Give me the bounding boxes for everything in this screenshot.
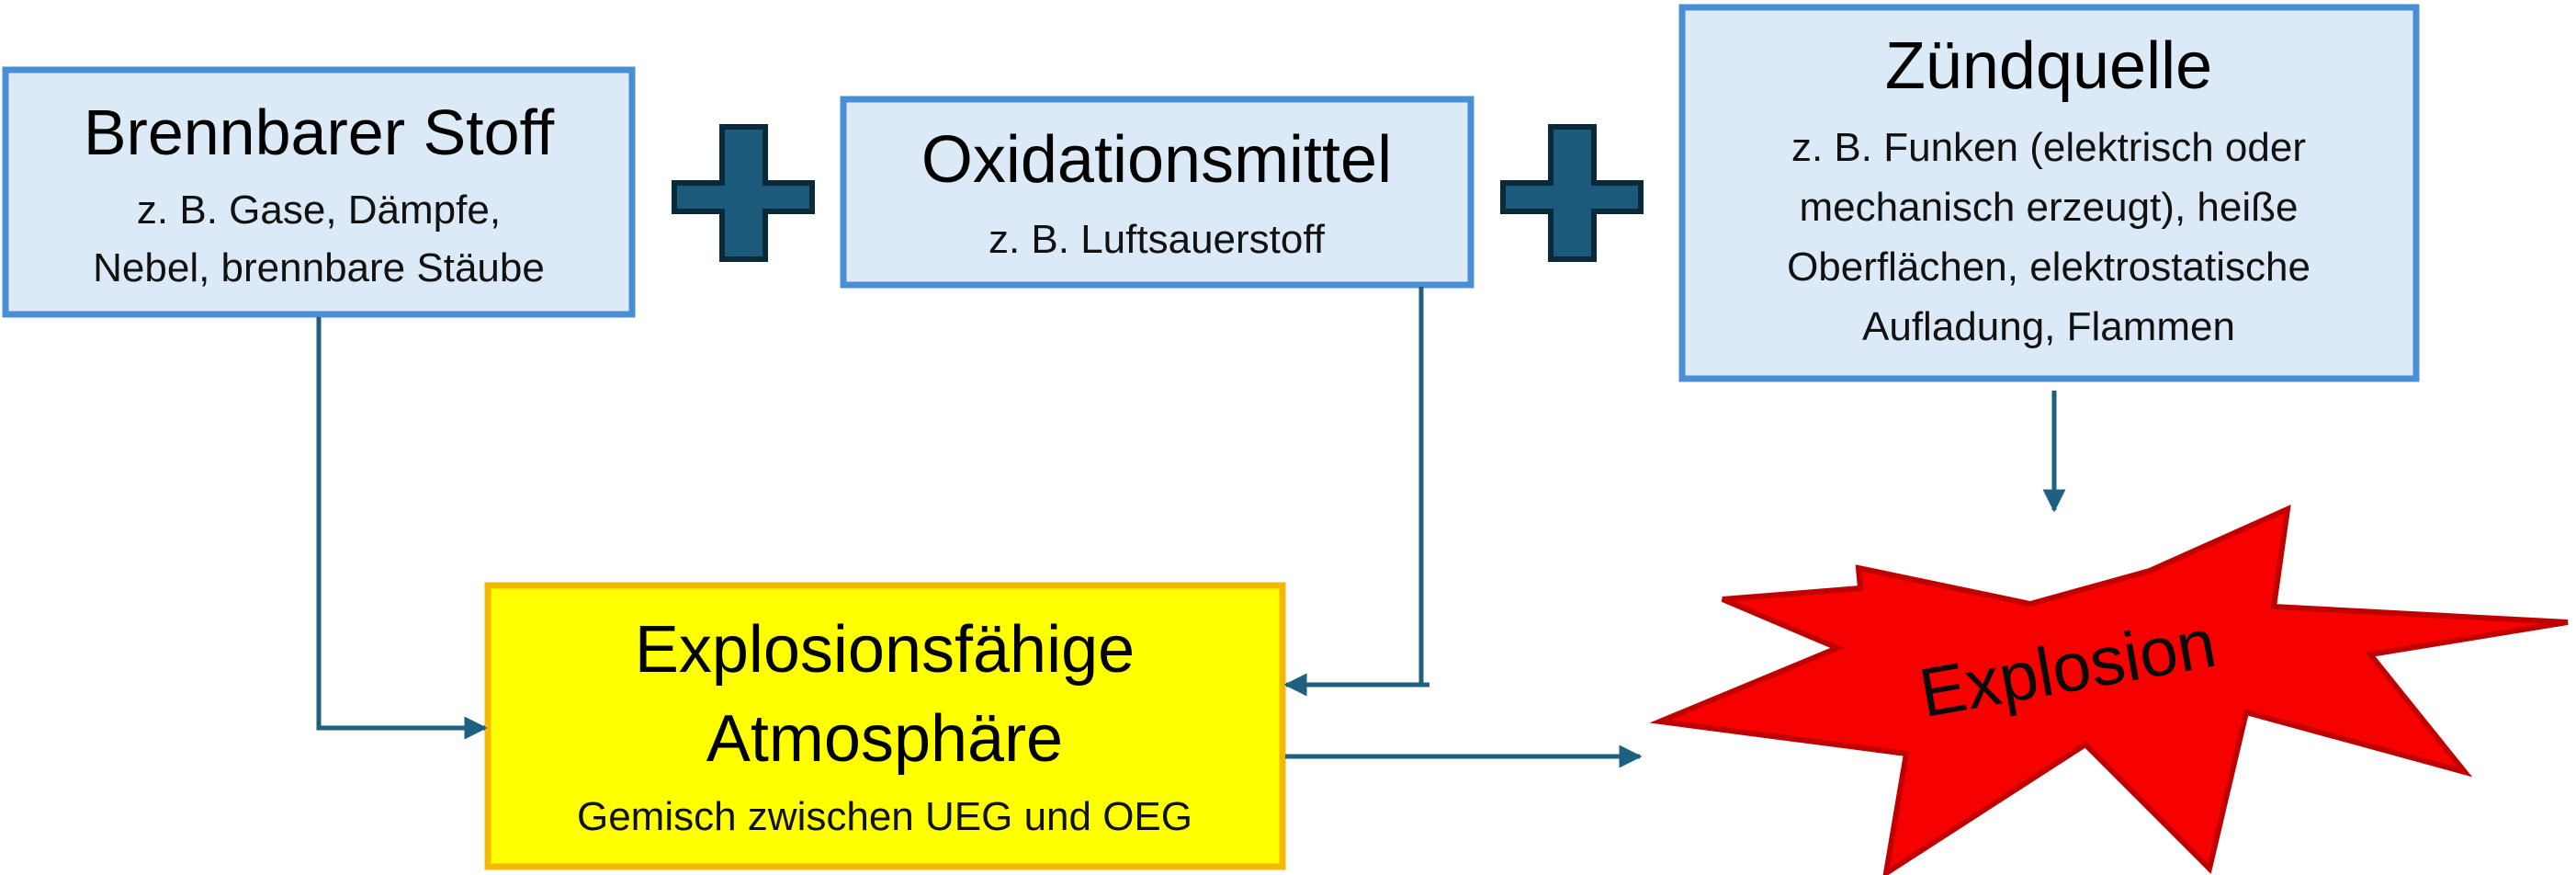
fuel-box: Brennbarer Stoff z. B. Gase, Dämpfe, Neb… <box>2 66 636 318</box>
ignition-box-line: mechanisch erzeugt), heiße <box>1800 185 2299 230</box>
ignition-box-line: z. B. Funken (elektrisch oder <box>1791 125 2306 170</box>
oxidizer-box-title: Oxidationsmittel <box>921 123 1392 197</box>
oxidizer-box: Oxidationsmittel z. B. Luftsauerstoff <box>840 96 1474 289</box>
atmosphere-box-subtitle: Gemisch zwischen UEG und OEG <box>577 794 1192 839</box>
explosion-burst-shape <box>1649 505 2569 875</box>
oxidizer-box-line: z. B. Luftsauerstoff <box>989 217 1326 262</box>
ignition-box-frame <box>1678 4 2420 382</box>
plus-icon <box>672 124 815 262</box>
atmosphere-box: Explosionsfähige Atmosphäre Gemisch zwis… <box>484 582 1286 870</box>
oxidizer-box-frame <box>840 96 1474 289</box>
connector-fuel-to-atmosphere <box>316 317 488 740</box>
ignition-box-line: Oberflächen, elektrostatische <box>1787 244 2310 290</box>
fuel-box-title: Brennbarer Stoff <box>84 97 555 168</box>
plus-icon <box>1500 124 1644 262</box>
fuel-box-frame <box>2 66 636 318</box>
ignition-box: Zündquelle z. B. Funken (elektrisch oder… <box>1678 4 2420 382</box>
atmosphere-box-frame <box>484 582 1286 870</box>
connector-oxidizer-to-atmosphere <box>1283 287 1424 697</box>
fuel-box-line: z. B. Gase, Dämpfe, <box>137 188 501 233</box>
atmosphere-box-title: Atmosphäre <box>706 702 1063 776</box>
ignition-box-title: Zündquelle <box>1885 29 2212 103</box>
ignition-box-line: Aufladung, Flammen <box>1862 304 2235 349</box>
atmosphere-box-title: Explosionsfähige <box>635 613 1135 687</box>
fuel-box-line: Nebel, brennbare Stäube <box>93 245 545 290</box>
explosion-burst: Explosion <box>1649 505 2569 875</box>
